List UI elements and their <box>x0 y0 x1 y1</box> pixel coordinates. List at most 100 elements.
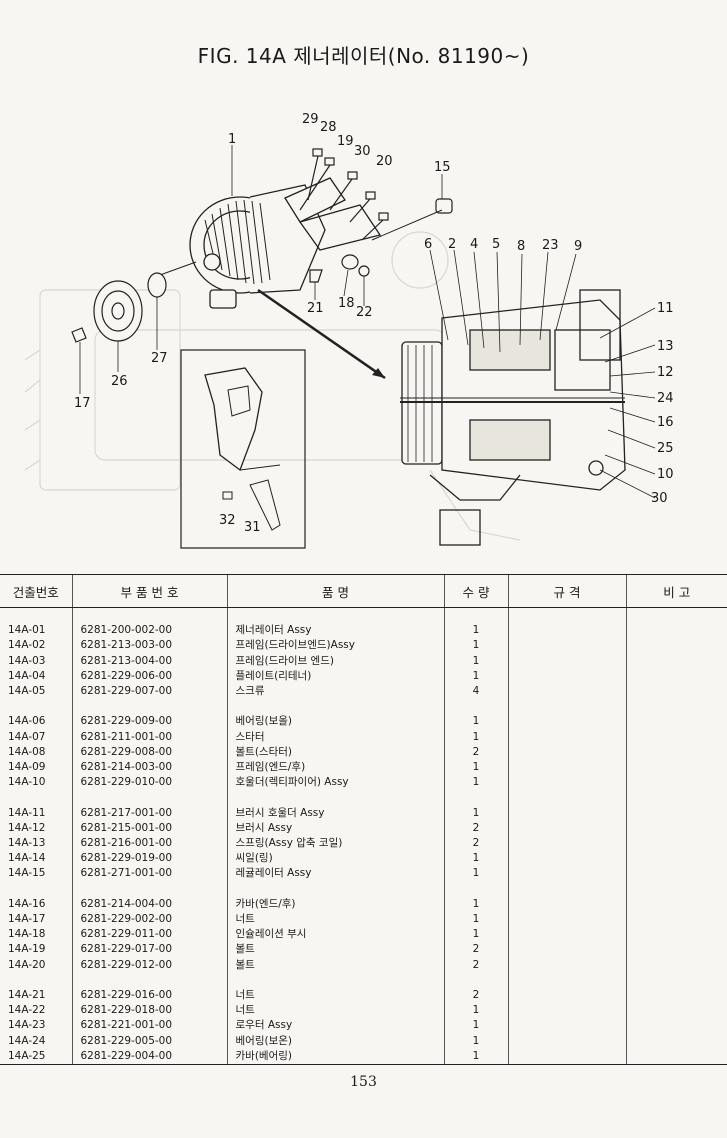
callout-6: 6 <box>424 237 432 252</box>
callout-8: 8 <box>517 239 525 254</box>
callout-26: 26 <box>111 374 128 389</box>
callout-11: 11 <box>657 301 674 316</box>
callout-19: 19 <box>337 134 354 149</box>
quantity-cell: 1 <box>443 866 508 882</box>
ref-no-cell: 14A-04 <box>8 669 46 682</box>
ref-no-cell: 14A-12 <box>8 821 46 834</box>
part-number-cell: 6281-229-005-00 <box>71 1033 227 1049</box>
exploded-parts-diagram: 1 2 4 5 6 8 9 11 12 13 15 16 17 18 19 20… <box>24 112 674 549</box>
table-header-row: 건출번호 부 품 번 호 품 명 수 량 규 격 비 고 <box>0 574 727 608</box>
spacer-cell <box>507 972 626 988</box>
ref-no-cell: 14A-11 <box>8 806 46 819</box>
part-name-cell: 볼트(스타터) <box>226 744 444 760</box>
quantity-cell: 1 <box>443 668 508 684</box>
spacer-cell <box>0 882 72 897</box>
part-number-cell: 6281-229-018-00 <box>71 1003 227 1019</box>
spacer-cell <box>507 881 626 897</box>
header-quantity: 수 량 <box>443 574 508 608</box>
callout-22: 22 <box>356 305 373 320</box>
quantity-cell: 2 <box>443 942 508 958</box>
spacer-cell <box>443 972 508 988</box>
remarks-cell <box>625 653 727 669</box>
spacer-cell <box>0 608 72 624</box>
spacer-cell <box>0 790 72 805</box>
ref-no-cell: 14A-03 <box>8 654 46 667</box>
part-name-cell: 카바(엔드/후) <box>226 896 444 912</box>
part-name-cell: 너트 <box>226 912 444 928</box>
spec-cell <box>507 957 626 973</box>
spacer-row <box>0 607 727 624</box>
spec-cell <box>507 927 626 943</box>
remarks-cell <box>625 668 727 684</box>
bolts-and-hardware <box>71 148 453 343</box>
remarks-cell <box>625 714 727 730</box>
remarks-cell <box>625 866 727 882</box>
ref-no-cell: 14A-22 <box>8 1004 46 1017</box>
spacer-cell <box>443 881 508 897</box>
spec-cell <box>507 760 626 776</box>
ref-no-cell: 14A-10 <box>8 776 46 789</box>
remarks-cell <box>625 1048 727 1066</box>
generator-exploded-view <box>159 177 382 309</box>
callout-29: 29 <box>302 112 319 127</box>
part-name-cell: 스프링(Assy 압축 코일) <box>226 836 444 852</box>
remarks-cell <box>625 851 727 867</box>
callout-9: 9 <box>574 239 582 254</box>
quantity-cell: 4 <box>443 684 508 700</box>
callout-32: 32 <box>219 513 236 528</box>
part-name-cell: 플레이트(리테너) <box>226 668 444 684</box>
part-name-cell: 스크류 <box>226 684 444 700</box>
quantity-cell: 2 <box>443 957 508 973</box>
part-number-cell: 6281-229-004-00 <box>71 1048 227 1066</box>
part-number-cell: 6281-211-001-00 <box>71 729 227 745</box>
spec-cell <box>507 851 626 867</box>
callout-5: 5 <box>492 237 500 252</box>
callout-1: 1 <box>228 132 236 147</box>
part-number-cell: 6281-271-001-00 <box>71 866 227 882</box>
remarks-cell <box>625 760 727 776</box>
spec-cell <box>507 744 626 760</box>
ref-no-cell: 14A-09 <box>8 761 46 773</box>
part-number-cell: 6281-229-007-00 <box>71 684 227 700</box>
header-part-name: 품 명 <box>226 574 444 608</box>
callout-labels: 1 2 4 5 6 8 9 11 12 13 15 16 17 18 19 20… <box>74 112 674 535</box>
spacer-cell <box>226 699 444 715</box>
remarks-cell <box>625 927 727 943</box>
quantity-cell: 1 <box>443 1033 508 1049</box>
quantity-cell: 2 <box>443 988 508 1004</box>
spacer-cell <box>71 881 227 897</box>
ref-no-cell: 14A-01 <box>8 624 46 637</box>
part-number-cell: 6281-213-004-00 <box>71 653 227 669</box>
part-name-cell: 너트 <box>226 988 444 1004</box>
remarks-cell <box>625 775 727 791</box>
part-name-cell: 프레임(엔드/후) <box>226 760 444 776</box>
callout-30b: 30 <box>651 491 668 506</box>
part-name-cell: 베어링(보온) <box>226 1033 444 1049</box>
part-number-cell: 6281-229-017-00 <box>71 942 227 958</box>
spacer-cell <box>0 699 72 714</box>
remarks-cell <box>625 638 727 654</box>
callout-16: 16 <box>657 415 674 430</box>
part-name-cell: 브러시 호울더 Assy <box>226 805 444 821</box>
header-spec: 규 격 <box>507 574 626 608</box>
ref-no-cell: 14A-05 <box>8 685 46 697</box>
part-number-cell: 6281-229-009-00 <box>71 714 227 730</box>
spacer-cell <box>226 881 444 897</box>
part-number-cell: 6281-229-012-00 <box>71 957 227 973</box>
callout-2: 2 <box>448 237 456 252</box>
quantity-cell: 2 <box>443 744 508 760</box>
callout-30: 30 <box>354 144 371 159</box>
spec-cell <box>507 896 626 912</box>
spacer-row <box>0 790 727 806</box>
ref-no-cell: 14A-24 <box>8 1034 46 1047</box>
callout-13: 13 <box>657 339 674 354</box>
remarks-cell <box>625 729 727 745</box>
remarks-cell <box>625 896 727 912</box>
quantity-cell: 2 <box>443 820 508 836</box>
